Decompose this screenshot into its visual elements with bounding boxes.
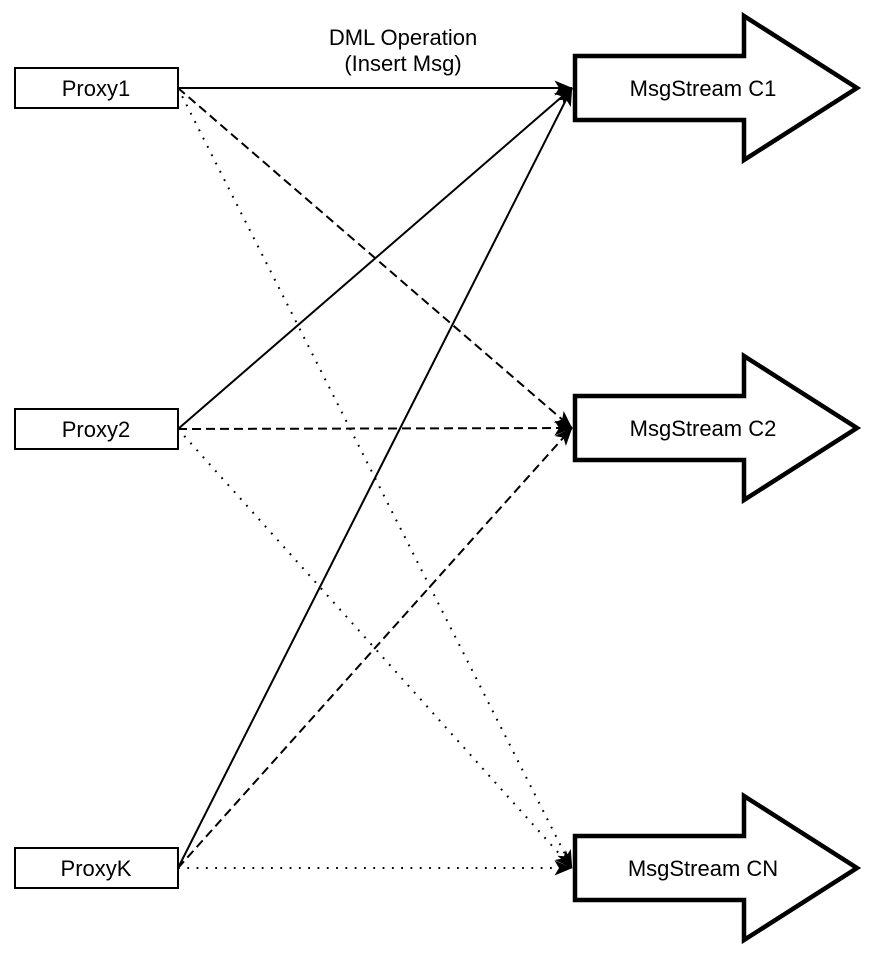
connection-proxyk-to-c2 bbox=[177, 427, 573, 869]
connection-proxy2-to-c2 bbox=[177, 420, 573, 436]
msgstream-cn-label: MsgStream CN bbox=[628, 856, 778, 881]
msgstream-c2-node: MsgStream C2 bbox=[572, 351, 862, 505]
proxy2-node: Proxy2 bbox=[14, 408, 179, 450]
proxy2-label: Proxy2 bbox=[62, 417, 130, 442]
msgstream-c1-node: MsgStream C1 bbox=[572, 11, 862, 165]
connection-proxyk-to-c1 bbox=[177, 87, 573, 869]
proxy1-label: Proxy1 bbox=[62, 76, 130, 101]
proxy1-node: Proxy1 bbox=[14, 67, 179, 109]
msgstream-c1-arrow-shape bbox=[572, 11, 862, 165]
proxyk-node: ProxyK bbox=[14, 847, 179, 889]
dml-operation-label-line2: (Insert Msg) bbox=[344, 51, 461, 76]
proxy1-box bbox=[14, 67, 179, 109]
connection-proxy1-to-c2 bbox=[177, 87, 573, 429]
msgstream-cn-arrow-shape bbox=[572, 791, 862, 945]
proxyk-box bbox=[14, 847, 179, 889]
dml-operation-label-line1: DML Operation bbox=[329, 25, 477, 50]
msgstream-c1-label: MsgStream C1 bbox=[630, 76, 777, 101]
msgstream-c2-arrow-shape bbox=[572, 351, 862, 505]
msgstream-c2-label: MsgStream C2 bbox=[630, 416, 777, 441]
proxyk-label: ProxyK bbox=[61, 856, 132, 881]
proxy2-box bbox=[14, 408, 179, 450]
msgstream-cn-node: MsgStream CN bbox=[572, 791, 862, 945]
connections bbox=[177, 80, 573, 876]
